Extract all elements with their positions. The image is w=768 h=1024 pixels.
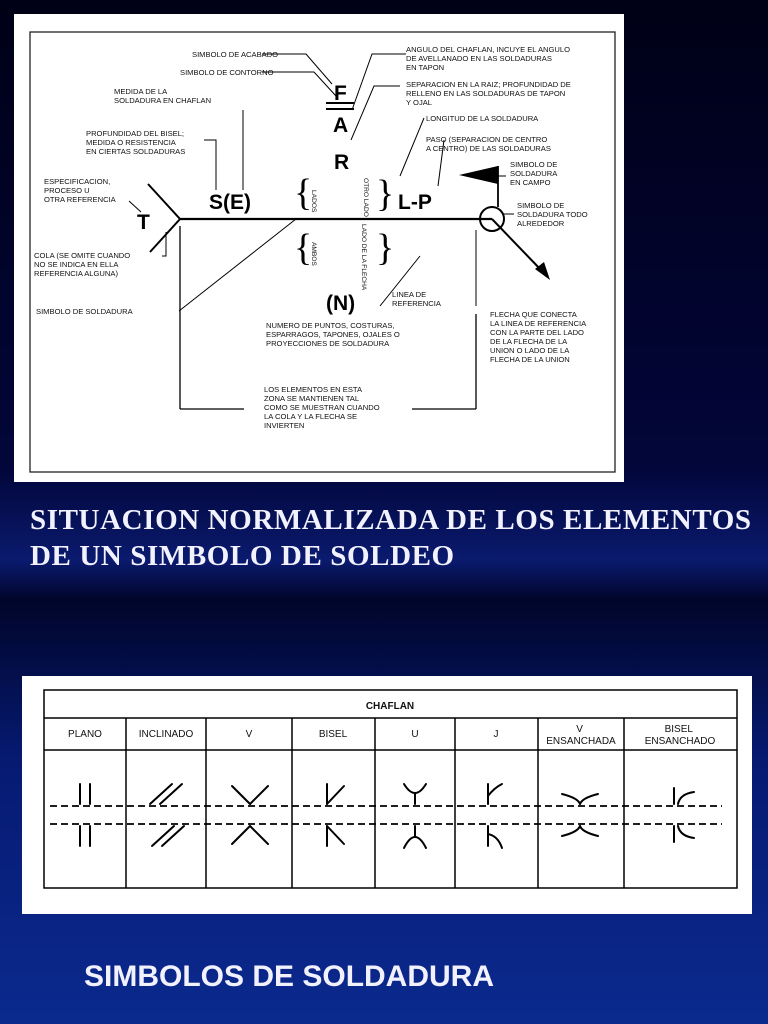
col-plano: PLANO: [68, 729, 102, 740]
col-bisel: BISEL: [319, 729, 348, 740]
side-ambos: AMBOS: [310, 242, 317, 266]
letter-f: F: [334, 82, 347, 105]
label-elementos-zona: LOS ELEMENTOS EN ESTA ZONA SE MANTIENEN …: [264, 385, 382, 430]
letter-lp: L-P: [398, 191, 432, 214]
symbol-v-ensanchada-icon: [561, 793, 599, 837]
side-otro-lado: OTRO LADO: [362, 178, 369, 217]
col-u: U: [411, 729, 418, 740]
weld-symbol-diagram: F A R S(E) T L-P (N) { } { } LADOS OTRO …: [29, 31, 616, 473]
brace-lado-flecha: }: [376, 227, 394, 269]
weld-all-around-circle: [479, 206, 505, 232]
label-todo-alrededor: SIMBOLO DE SOLDADURA TODO ALREDEDOR: [517, 201, 590, 228]
label-especificacion: ESPECIFICACION, PROCESO U OTRA REFERENCI…: [44, 177, 117, 204]
symbol-plano-icon: [79, 783, 91, 847]
diagram-frame: [29, 31, 616, 473]
side-lados: LADOS: [310, 190, 317, 213]
letter-n: (N): [326, 292, 355, 315]
col-bisel-ensanchado: BISEL ENSANCHADO: [645, 724, 716, 747]
col-j: J: [494, 729, 499, 740]
weld-symbols-table: CHAFLAN PLANO INCLINADO V BISEL U J V EN…: [43, 689, 738, 889]
label-simbolo-soldadura: SIMBOLO DE SOLDADURA: [36, 307, 134, 316]
symbol-u-icon: [403, 783, 427, 849]
side-lado-flecha: LADO DE LA FLECHA: [360, 224, 367, 291]
letter-r: R: [334, 151, 349, 174]
zone-brackets: [179, 226, 477, 410]
symbol-bisel-ensanchado-icon: [673, 787, 695, 843]
table-title: CHAFLAN: [366, 701, 414, 712]
symbol-inclinado-icon: [149, 783, 185, 847]
label-simbolo-contorno: SIMBOLO DE CONTORNO: [180, 68, 274, 77]
label-flecha-conecta: FLECHA QUE CONECTA LA LINEA DE REFERENCI…: [490, 310, 588, 364]
col-v-ensanchada: V ENSANCHADA: [546, 724, 616, 747]
letter-a: A: [333, 114, 348, 137]
label-cola: COLA (SE OMITE CUANDO NO SE INDICA EN EL…: [34, 251, 132, 278]
caption-top-line2: DE UN SIMBOLO DE SOLDEO: [30, 540, 455, 572]
caption-bottom: SIMBOLOS DE SOLDADURA: [84, 960, 495, 993]
weld-symbol-diagram-panel: F A R S(E) T L-P (N) { } { } LADOS OTRO …: [14, 14, 624, 482]
leader-lines: [128, 53, 514, 312]
label-medida-chaflan: MEDIDA DE LA SOLDADURA EN CHAFLAN: [114, 87, 211, 105]
col-v: V: [246, 729, 253, 740]
brace-ambos: {: [294, 227, 312, 269]
label-angulo-chaflan: ANGULO DEL CHAFLAN, INCUYE EL ANGULO DE …: [406, 45, 572, 72]
arrow-line: [491, 218, 543, 272]
label-soldadura-campo: SIMBOLO DE SOLDADURA EN CAMPO: [510, 160, 559, 187]
label-separacion-raiz: SEPARACION EN LA RAIZ; PROFUNDIDAD DE RE…: [406, 80, 573, 107]
letter-t: T: [137, 211, 150, 234]
brace-lados: {: [294, 172, 312, 214]
brace-otro-lado: }: [376, 173, 394, 215]
caption-top: SITUACION NORMALIZADA DE LOS ELEMENTOS D…: [30, 502, 768, 574]
field-weld-flag-icon: [459, 166, 498, 184]
label-longitud: LONGITUD DE LA SOLDADURA: [426, 114, 539, 123]
label-simbolo-acabado: SIMBOLO DE ACABADO: [192, 50, 278, 59]
dashed-reference-lines: [50, 805, 722, 825]
symbol-bisel-icon: [326, 783, 345, 847]
label-profundidad-bisel: PROFUNDIDAD DEL BISEL; MEDIDA O RESISTEN…: [86, 129, 186, 156]
label-paso: PASO (SEPARACION DE CENTRO A CENTRO) DE …: [426, 135, 551, 153]
arrow-head-icon: [535, 262, 550, 280]
letter-se: S(E): [209, 191, 251, 214]
caption-top-line1: SITUACION NORMALIZADA DE LOS ELEMENTOS: [30, 504, 752, 536]
label-linea-referencia: LINEA DE REFERENCIA: [392, 290, 442, 308]
table-grid: [43, 689, 738, 889]
symbol-v-icon: [231, 785, 269, 845]
label-numero-puntos: NUMERO DE PUNTOS, COSTURAS, ESPARRAGOS, …: [266, 321, 402, 348]
tail: [147, 183, 182, 253]
weld-symbols-table-panel: CHAFLAN PLANO INCLINADO V BISEL U J V EN…: [22, 676, 752, 914]
symbol-j-icon: [487, 783, 503, 849]
col-inclinado: INCLINADO: [139, 729, 194, 740]
